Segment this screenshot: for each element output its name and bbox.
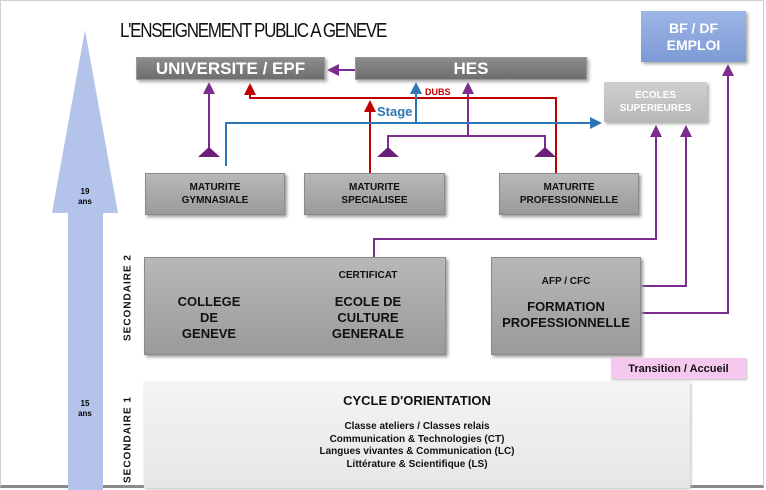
maturite-professionnelle-box: MATURITE PROFESSIONNELLE xyxy=(499,173,639,215)
box-line: PROFESSIONNELLE xyxy=(502,315,630,330)
box-line: FORMATION xyxy=(527,299,605,314)
age-unit: ans xyxy=(78,197,92,206)
cycle-sections: Classe ateliers / Classes relais Communi… xyxy=(144,421,690,471)
box-line: EMPLOI xyxy=(666,36,721,53)
box-line: MATURITE xyxy=(189,182,241,193)
maturite-specialisee-box: MATURITE SPECIALISEE xyxy=(304,173,445,215)
ecg-to-ecoles-line xyxy=(373,125,662,257)
box-line: CULTURE xyxy=(337,310,399,325)
transition-accueil-box: Transition / Accueil xyxy=(611,358,746,379)
formation-to-emploi-line xyxy=(641,64,734,314)
box-line: MATURITE xyxy=(543,182,595,193)
stage-line xyxy=(225,117,602,166)
age-arrow xyxy=(52,30,118,490)
universite-box: UNIVERSITE / EPF xyxy=(136,57,325,80)
box-line: PROFESSIONNELLE xyxy=(519,195,619,206)
stage-label: Stage xyxy=(377,104,413,119)
box-line: GENEVE xyxy=(181,326,237,341)
box-line: DE xyxy=(199,310,219,325)
box-line: ECOLES xyxy=(634,90,677,101)
dubs-line xyxy=(244,83,557,173)
age-value: 15 xyxy=(80,399,90,408)
age-value: 19 xyxy=(80,187,90,196)
dubs-label: DUBS xyxy=(425,87,451,97)
cycle-line: Littérature & Scientifique (LS) xyxy=(346,458,488,470)
box-line: MATURITE xyxy=(349,182,400,193)
box-line: BF / DF xyxy=(669,19,718,36)
box-line: GYMNASIALE xyxy=(181,195,249,206)
maturites-to-hes-line xyxy=(387,84,546,148)
cycle-title: CYCLE D'ORIENTATION xyxy=(343,393,491,408)
box-line: GENERALE xyxy=(331,326,405,341)
box-line: SUPERIEURES xyxy=(619,103,692,114)
level-secondaire-1: SECONDAIRE 1 xyxy=(122,396,134,484)
maturite-gymnasiale-box: MATURITE GYMNASIALE xyxy=(145,173,285,215)
cycle-orientation-box: CYCLE D'ORIENTATION Classe ateliers / Cl… xyxy=(144,382,690,488)
certificat-label: CERTIFICAT xyxy=(338,270,398,281)
hes-box: HES xyxy=(355,57,587,80)
triangle-marker xyxy=(377,147,399,157)
box-line: COLLEGE xyxy=(177,294,241,309)
cycle-line: Langues vivantes & Communication (LC) xyxy=(319,446,515,457)
ecoles-superieures-box: ECOLES SUPERIEURES xyxy=(604,82,707,122)
page-title: L'ENSEIGNEMENT PUBLIC A GENEVE xyxy=(120,20,387,42)
triangle-marker xyxy=(534,147,556,157)
afp-cfc-label: AFP / CFC xyxy=(541,276,591,287)
age-unit: ans xyxy=(78,409,92,418)
formation-to-ecoles-line xyxy=(641,125,692,287)
cycle-line: Communication & Technologies (CT) xyxy=(329,433,505,445)
box-line: SPECIALISEE xyxy=(341,195,408,206)
box-line: ECOLE DE xyxy=(334,294,402,309)
level-secondaire-2: SECONDAIRE 2 xyxy=(122,254,134,342)
cycle-line: Classe ateliers / Classes relais xyxy=(344,421,490,432)
triangle-marker xyxy=(198,147,220,157)
